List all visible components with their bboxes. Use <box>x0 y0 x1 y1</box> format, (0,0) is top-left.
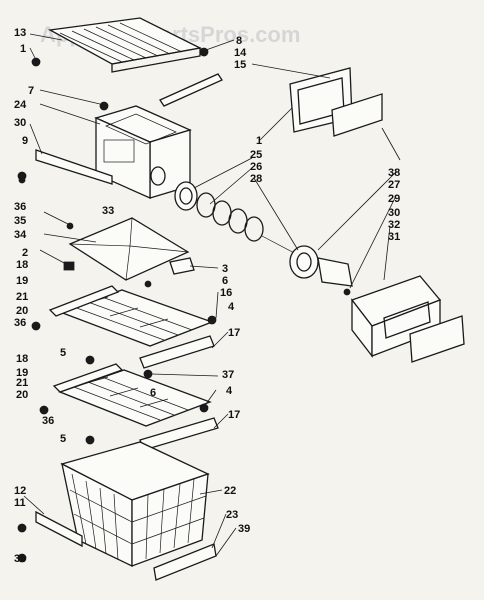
label-30b: 30 <box>388 207 400 219</box>
top-shelf <box>47 17 203 73</box>
wire-basket <box>60 441 210 568</box>
label-28: 28 <box>250 173 262 185</box>
label-6: 6 <box>222 275 228 287</box>
label-20b: 20 <box>16 389 28 401</box>
label-23: 23 <box>226 509 238 521</box>
leader-lines <box>23 33 401 557</box>
upper-wire-shelf <box>48 285 215 369</box>
label-5: 5 <box>60 347 66 359</box>
label-9: 9 <box>22 135 28 147</box>
fasteners <box>17 47 217 563</box>
label-17b: 17 <box>228 409 240 421</box>
label-26: 26 <box>250 161 262 173</box>
label-36d: 36 <box>14 553 26 565</box>
label-13: 13 <box>14 27 26 39</box>
label-21b: 21 <box>16 377 28 389</box>
label-5b: 5 <box>60 433 66 445</box>
label-19b: 19 <box>16 367 28 379</box>
lower-right-housing <box>350 275 465 363</box>
label-22: 22 <box>224 485 236 497</box>
label-1b: 1 <box>256 135 262 147</box>
upper-right-frame <box>289 67 383 137</box>
label-36c: 36 <box>42 415 54 427</box>
label-24: 24 <box>14 99 27 111</box>
label-35: 35 <box>14 215 26 227</box>
label-34: 34 <box>14 229 27 241</box>
label-19: 19 <box>16 275 28 287</box>
label-14: 14 <box>234 47 247 59</box>
label-39: 39 <box>238 523 250 535</box>
label-3: 3 <box>222 263 228 275</box>
label-7: 7 <box>28 85 34 97</box>
label-15: 15 <box>234 59 246 71</box>
label-2: 2 <box>22 247 28 259</box>
label-38: 38 <box>388 167 400 179</box>
fan-assembly <box>174 181 353 296</box>
label-18b: 18 <box>16 353 28 365</box>
fan-housing <box>94 105 192 200</box>
label-8: 8 <box>236 35 242 47</box>
basket-rail <box>17 510 83 548</box>
label-30: 30 <box>14 117 26 129</box>
shelf-rod <box>159 73 223 107</box>
label-12: 12 <box>14 485 26 497</box>
label-16: 16 <box>220 287 232 299</box>
part-labels: 13 1 8 14 15 7 24 30 9 1 25 26 28 38 27 … <box>14 27 400 565</box>
label-27: 27 <box>388 179 400 191</box>
label-18: 18 <box>16 259 28 271</box>
label-6b: 6 <box>150 387 156 399</box>
label-4: 4 <box>228 301 235 313</box>
label-20: 20 <box>16 305 28 317</box>
lower-wire-shelf <box>52 363 219 451</box>
label-4b: 4 <box>226 385 233 397</box>
label-36: 36 <box>14 201 26 213</box>
label-21: 21 <box>16 291 28 303</box>
label-25: 25 <box>250 149 262 161</box>
label-29: 29 <box>388 193 400 205</box>
label-11: 11 <box>14 497 26 509</box>
diffuser-plate <box>68 217 195 281</box>
label-32: 32 <box>388 219 400 231</box>
label-17: 17 <box>228 327 240 339</box>
label-37: 37 <box>222 369 234 381</box>
label-33: 33 <box>102 205 114 217</box>
label-31: 31 <box>388 231 400 243</box>
label-36b: 36 <box>14 317 26 329</box>
label-1: 1 <box>20 43 26 55</box>
